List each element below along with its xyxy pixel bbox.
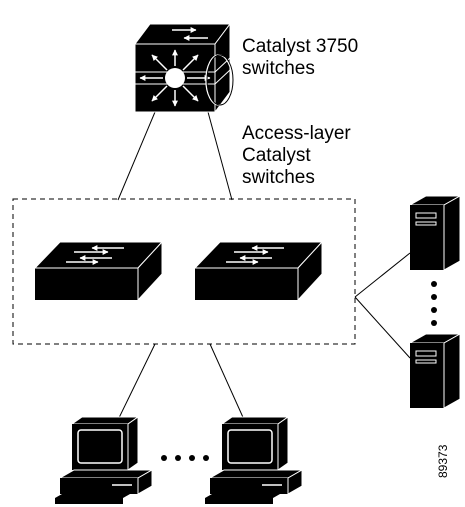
workstation-ellipsis: [161, 455, 209, 461]
server-icon: [408, 333, 462, 409]
connection-lines: [115, 111, 411, 425]
core-switch-label-line: Catalyst 3750: [242, 36, 359, 57]
access-layer-label-line: Access-layer: [242, 123, 351, 144]
access-layer-boundary: [12, 198, 356, 345]
uplink-line-right: [207, 111, 233, 201]
server-ellipsis: [431, 281, 437, 326]
access-layer-label-line: Catalyst: [242, 145, 311, 166]
server-link-bottom: [354, 296, 411, 359]
access-layer-label: Access-layer Catalyst switches: [242, 123, 351, 189]
workstation-icon: [55, 416, 154, 504]
workgroup-switch-icon: [33, 240, 164, 302]
multilayer-switch-icon: [134, 22, 234, 114]
uplink-line-left: [117, 111, 156, 201]
access-layer-label-line: switches: [242, 167, 315, 188]
server-icon: [408, 195, 462, 271]
pc-link-left: [115, 343, 156, 425]
workgroup-switch-icon: [193, 240, 324, 302]
workstation-icon: [205, 416, 304, 504]
core-switch-label: Catalyst 3750 switches: [242, 36, 358, 80]
figure-id: 89373: [436, 444, 450, 478]
server-link-top: [354, 252, 411, 298]
core-switch-label-line: switches: [242, 58, 315, 79]
pc-link-right: [209, 343, 247, 425]
